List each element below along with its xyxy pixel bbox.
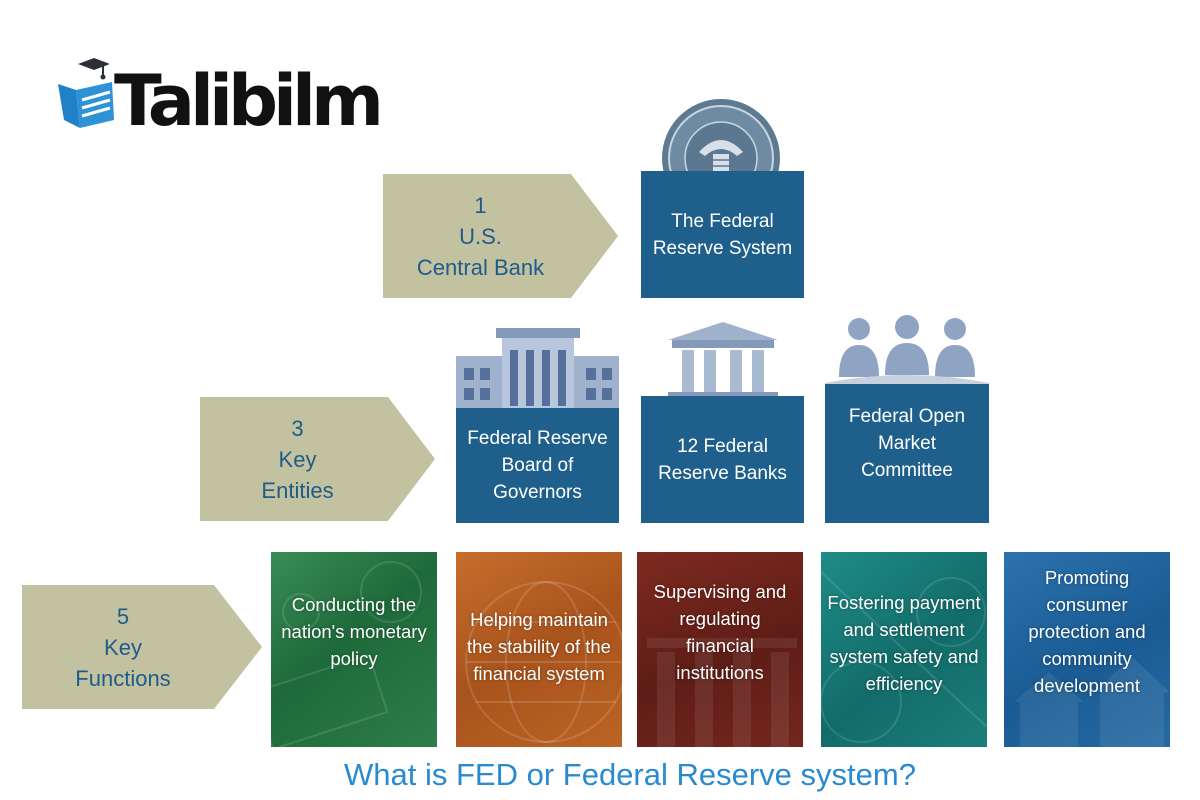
graduate-book-icon — [58, 58, 114, 128]
money-texture-icon — [271, 561, 422, 747]
columns-texture-icon — [647, 638, 797, 747]
level-number: 1 — [474, 192, 487, 218]
logo-wordmark: Talibilm — [114, 60, 384, 142]
function-tile-monetary-policy: Conducting the nation's monetary policy — [271, 552, 437, 747]
level-arrow-functions: 5 Key Functions — [22, 585, 262, 709]
page-caption: What is FED or Federal Reserve system? — [344, 757, 916, 792]
level-line1: Key — [104, 634, 142, 660]
level-number: 3 — [291, 415, 304, 441]
level-line2: Functions — [75, 665, 171, 691]
level-line2: Entities — [261, 477, 334, 503]
level-number: 5 — [116, 603, 130, 629]
function-tile-financial-stability: Helping maintain the stability of the fi… — [456, 552, 622, 747]
level-line1: U.S. — [459, 223, 502, 249]
level-line2: Central Bank — [416, 254, 545, 280]
fomc-box: Federal Open Market Committee — [825, 384, 989, 523]
function-label: Helping maintain the stability of the fi… — [467, 609, 611, 684]
board-of-governors-box: Federal Reserve Board of Governors — [456, 408, 619, 523]
houses-texture-icon — [1014, 657, 1170, 747]
federal-reserve-system-box: The Federal Reserve System — [641, 171, 804, 298]
level-arrow-entities: 3 Key Entities — [200, 397, 435, 521]
government-building-icon — [456, 328, 619, 410]
entity-label: Federal Open Market Committee — [848, 406, 966, 481]
function-label: Promoting consumer protection and commun… — [1028, 567, 1146, 696]
function-label: Fostering payment and settlement system … — [827, 591, 981, 694]
function-tile-consumer-protection: Promoting consumer protection and commun… — [1004, 552, 1170, 747]
bank-building-icon — [668, 322, 778, 398]
network-texture-icon — [821, 571, 987, 743]
entity-label: Federal Reserve Board of Governors — [467, 428, 608, 503]
federal-reserve-banks-box: 12 Federal Reserve Banks — [641, 396, 804, 523]
entity-label: 12 Federal Reserve Banks — [658, 435, 787, 484]
level-line1: Key — [278, 446, 317, 472]
function-tile-payments: Fostering payment and settlement system … — [821, 552, 987, 747]
function-label: Supervising and regulating financial ins… — [653, 580, 787, 683]
function-label: Conducting the nation's monetary policy — [281, 594, 427, 669]
system-label: The Federal Reserve System — [652, 210, 793, 259]
globe-texture-icon — [465, 581, 622, 743]
talibilm-logo: Talibilm — [54, 58, 394, 144]
level-arrow-central-bank: 1 U.S. Central Bank — [383, 174, 618, 298]
function-tile-supervision: Supervising and regulating financial ins… — [637, 552, 803, 747]
